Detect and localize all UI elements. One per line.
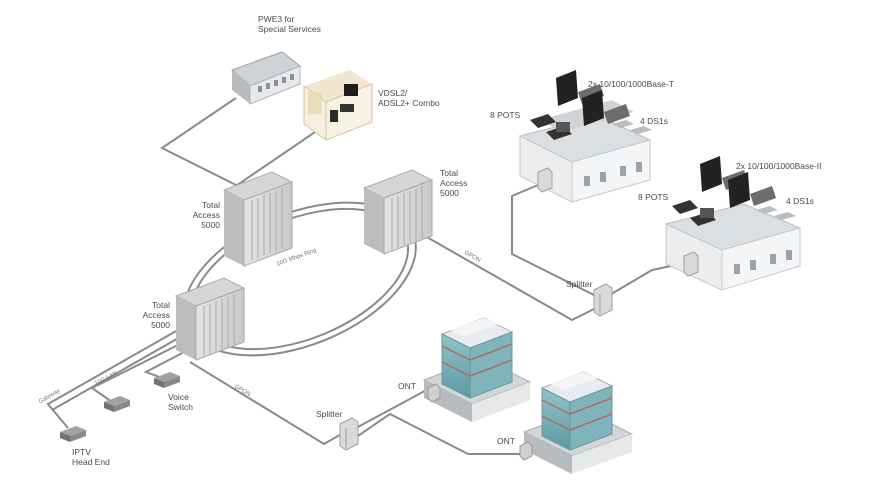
iptv-head-end-icon	[60, 426, 86, 442]
label-house2-pots: 8 POTS	[638, 192, 669, 202]
cable-gateway	[46, 329, 179, 429]
ont-2-icon	[519, 441, 533, 461]
label-splitter-bottom: Splitter	[316, 409, 343, 419]
label-house2-ethernet: 2x 10/100/1000Base-II	[736, 161, 822, 171]
label-ont-2: ONT	[497, 436, 515, 446]
lan-device-icon	[104, 396, 130, 412]
label-ta-bottom: Total Access 5000	[142, 300, 170, 330]
pwe3-building-icon	[231, 51, 301, 105]
label-ta-top-right: Total Access 5000	[440, 168, 468, 198]
label-splitter-right: Splitter	[566, 279, 593, 289]
cable-voice	[143, 349, 189, 379]
label-ont-1: ONT	[398, 381, 416, 391]
vdsl-room-icon	[303, 70, 373, 141]
label-house1-ethernet: 2x 10/100/1000Base-T	[588, 79, 675, 89]
cable-gpon-right	[417, 231, 601, 322]
house-1-splitter-icon	[537, 167, 553, 193]
house-2-laptops	[700, 156, 776, 208]
cable-gpon-bottom	[189, 361, 346, 446]
house-2-phones	[672, 200, 716, 226]
label-house1-pots: 8 POTS	[490, 110, 521, 120]
house-2-splitter-icon	[683, 251, 699, 277]
label-iptv: IPTV Head End	[72, 447, 110, 467]
rack-bottom-icon	[174, 277, 246, 361]
cables	[46, 97, 691, 455]
rack-top-right-icon	[362, 169, 434, 255]
label-house1-ds1: 4 DS1s	[640, 116, 668, 126]
voice-switch-icon	[154, 372, 180, 388]
cable-lan	[90, 341, 185, 403]
label-pwe3: PWE3 for Special Services	[258, 14, 321, 34]
house-1-phones	[530, 114, 572, 140]
rack-top-left-icon	[222, 171, 294, 267]
label-ta-top-left: Total Access 5000	[192, 200, 220, 230]
label-voice-switch: Voice Switch	[168, 392, 194, 412]
house-1-icon	[518, 70, 652, 203]
house-1-laptops	[556, 70, 630, 126]
office-building-1-icon	[422, 317, 532, 422]
ont-1-icon	[427, 383, 441, 403]
office-building-2-icon	[522, 371, 634, 474]
cable-vdsl	[229, 129, 319, 191]
splitter-right-icon	[593, 283, 613, 317]
label-house2-ds1: 4 DS1s	[786, 196, 814, 206]
cable-splitter-house1	[511, 181, 601, 299]
cable-splitter-ont1	[355, 385, 435, 429]
cable-splitter-ont2	[351, 412, 528, 455]
label-vdsl: VDSL2/ ADSL2+ Combo	[378, 88, 440, 108]
cable-pwe3	[160, 97, 247, 191]
splitter-bottom-icon	[339, 417, 359, 451]
